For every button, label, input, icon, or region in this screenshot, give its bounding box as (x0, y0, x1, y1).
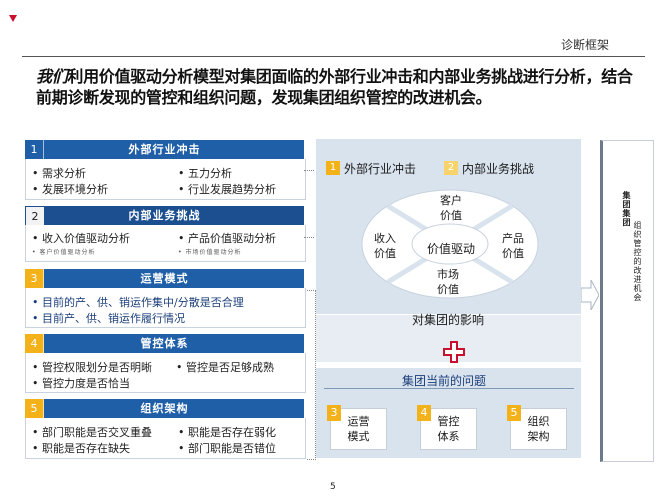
vertical-title: 集团集团 (622, 191, 631, 227)
card-number: 3 (327, 405, 341, 421)
top-label-2: 价值 (440, 209, 462, 222)
section-header-external: 1 外部行业冲击 (25, 140, 304, 159)
intro-text: 我们利用价值驱动分析模型对集团面临的外部行业冲击和内部业务挑战进行分析，结合前期… (36, 66, 646, 108)
section-body-org: • 部门职能是否交叉重叠 • 职能是否存在弱化 • 职能是否存在缺失 • 部门职… (25, 418, 306, 459)
left-label-1: 收入 (374, 232, 396, 245)
section-body-operations: • 目前的产、供、销运作集中/分散是否合理 • 目前产、供、销运作履行情况 (25, 288, 306, 328)
list-item: • 管控是否足够成熟 (176, 361, 274, 374)
page-title: 诊断框架 (560, 38, 609, 52)
top-label-1: 客户 (440, 194, 462, 207)
card-number: 4 (417, 405, 431, 421)
section-number: 2 (25, 206, 45, 227)
current-issues-label: 集团当前的问题 (402, 374, 487, 388)
card-label-1: 管控 (437, 415, 460, 428)
tag-number: 2 (444, 161, 458, 175)
section-number: 3 (25, 269, 44, 288)
card-operations: 3 运营 模式 (327, 405, 387, 450)
section-title: 运营模式 (140, 272, 189, 285)
list-item: • 客户价值驱动分析 (32, 249, 96, 256)
value-driver-ellipse (361, 189, 539, 299)
list-item: • 目前产、供、销运作履行情况 (32, 312, 185, 325)
intro-body: 利用价值驱动分析模型对集团面临的外部行业冲击和内部业务挑战进行分析，结合前期诊断… (36, 67, 633, 107)
list-item: • 市场价值驱动分析 (178, 249, 242, 256)
section-title: 管控体系 (140, 337, 189, 350)
list-item: • 行业发展趋势分析 (178, 183, 276, 196)
section-title: 内部业务挑战 (128, 209, 201, 222)
header-divider (22, 56, 645, 57)
card-org: 5 组织 架构 (507, 405, 567, 450)
list-item: • 需求分析 (32, 167, 86, 180)
section-header-org: 5 组织架构 (25, 399, 304, 418)
tag-number: 1 (326, 161, 340, 175)
section-body-internal: • 收入价值驱动分析 • 产品价值驱动分析 • 客户价值驱动分析 • 市场价值驱… (25, 225, 306, 262)
center-label: 价值驱动 (427, 242, 476, 256)
vertical-text: 组织管控的改进机会 (633, 221, 642, 302)
list-item: • 部门职能是否错位 (178, 442, 276, 455)
arrow-right-icon (581, 280, 599, 310)
bottom-label-1: 市场 (437, 268, 459, 281)
section-number: 4 (25, 334, 44, 353)
list-item: • 职能是否存在缺失 (32, 442, 130, 455)
card-label-1: 组织 (527, 415, 550, 428)
section-body-external: • 需求分析 • 五力分析 • 发展环境分析 • 行业发展趋势分析 (25, 159, 306, 200)
list-item: • 部门职能是否交叉重叠 (32, 426, 152, 439)
section-header-operations: 3 运营模式 (25, 269, 304, 288)
tag-label-external: 外部行业冲击 (344, 162, 417, 176)
connector-line (304, 237, 314, 238)
card-label-2: 体系 (437, 430, 460, 443)
plus-icon (443, 341, 465, 363)
bracket-connector (307, 290, 316, 460)
card-label-2: 架构 (527, 430, 550, 443)
bottom-label-2: 价值 (437, 283, 459, 296)
intro-lead: 我们 (36, 67, 68, 86)
list-item: • 产品价值驱动分析 (178, 232, 276, 245)
page-number: 5 (330, 482, 336, 492)
list-item: • 管控力度是否恰当 (32, 377, 130, 390)
card-label-2: 模式 (347, 430, 370, 443)
right-label-1: 产品 (502, 232, 524, 245)
card-number: 5 (507, 405, 521, 421)
list-item: • 发展环境分析 (32, 183, 108, 196)
improvement-panel: 集团集团 组织管控的改进机会 (600, 140, 654, 462)
list-item: • 目前的产、供、销运作集中/分散是否合理 (32, 296, 244, 309)
tag-label-internal: 内部业务挑战 (462, 162, 535, 176)
section-title: 组织架构 (140, 402, 189, 415)
section-body-control: • 管控权限划分是否明晰 • 管控是否足够成熟 • 管控力度是否恰当 (25, 353, 306, 393)
list-item: • 五力分析 (178, 167, 232, 180)
section-number: 5 (25, 399, 44, 418)
card-control: 4 管控 体系 (417, 405, 477, 450)
list-item: • 收入价值驱动分析 (32, 232, 130, 245)
section-header-internal: 2 内部业务挑战 (25, 206, 304, 227)
section-number: 1 (25, 140, 44, 159)
impact-label: 对集团的影响 (412, 313, 485, 327)
logo-icon (8, 8, 18, 22)
connector-line (304, 170, 314, 171)
section-header-control: 4 管控体系 (25, 334, 304, 353)
card-label-1: 运营 (347, 415, 370, 428)
right-label-2: 价值 (502, 247, 524, 260)
issues-underline (324, 388, 574, 389)
list-item: • 职能是否存在弱化 (178, 426, 276, 439)
list-item: • 管控权限划分是否明晰 (32, 361, 152, 374)
section-title: 外部行业冲击 (128, 143, 201, 156)
left-label-2: 价值 (374, 247, 396, 260)
